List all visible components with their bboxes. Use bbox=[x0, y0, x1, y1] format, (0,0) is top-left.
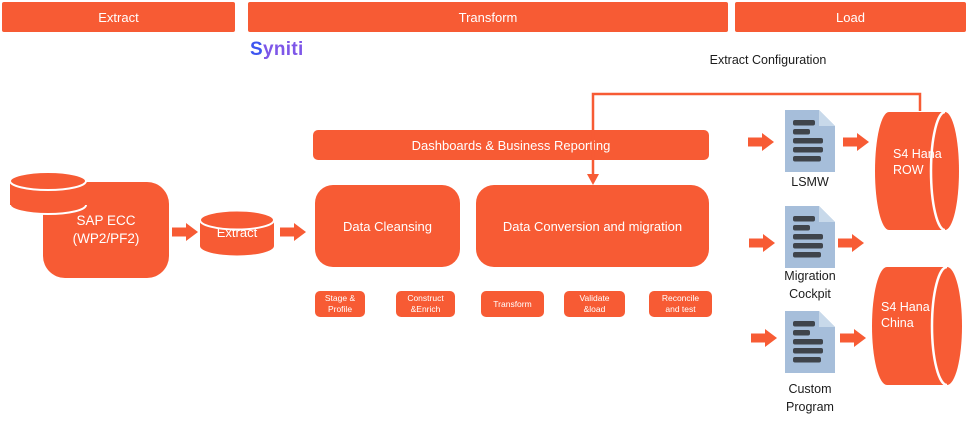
flow-arrow-icon-lsmw-to-row bbox=[843, 133, 869, 151]
data-cleansing-label: Data Cleansing bbox=[343, 218, 432, 234]
flow-arrow-icon-custom-to-china bbox=[840, 329, 866, 347]
database-cylinder-icon-extract bbox=[199, 209, 275, 256]
database-cylinder-icon-sap bbox=[9, 171, 87, 215]
data-conversion-label: Data Conversion and migration bbox=[502, 218, 683, 234]
database-cylinder-icon-s4-china bbox=[872, 265, 962, 387]
document-icon-lsmw bbox=[785, 110, 835, 172]
flow-arrow-icon-sap-to-extract bbox=[172, 223, 198, 241]
extract-cylinder-label: Extract bbox=[216, 225, 258, 240]
header-bar-load: Load bbox=[735, 2, 966, 32]
step-box-validate-load: Validate &load bbox=[564, 291, 625, 317]
header-bar-extract: Extract bbox=[2, 2, 235, 32]
flow-arrow-icon-migration-cockpit-out bbox=[838, 234, 864, 252]
database-cylinder-icon-s4-row bbox=[875, 110, 959, 232]
header-bar-transform: Transform bbox=[248, 2, 728, 32]
migration-cockpit-label: Migration Cockpit bbox=[784, 269, 836, 301]
flow-arrow-icon-to-custom-program bbox=[751, 329, 777, 347]
connector-arrowhead-icon bbox=[587, 174, 599, 185]
step-box-stage-profile: Stage & Profile bbox=[315, 291, 365, 317]
syniti-logo-rest: yniti bbox=[262, 39, 304, 60]
flow-arrow-icon-to-lsmw bbox=[748, 133, 774, 151]
step-box-transform: Transform bbox=[481, 291, 544, 317]
lsmw-label: LSMW bbox=[791, 175, 829, 189]
extract-configuration-label: Extract Configuration bbox=[709, 53, 827, 67]
data-cleansing-box: Data Cleansing bbox=[315, 185, 460, 267]
dashboards-reporting-label: Dashboards & Business Reporting bbox=[411, 137, 611, 153]
extract-configuration-connector-line bbox=[591, 92, 922, 180]
s4-hana-row-label: S4 Hana ROW bbox=[893, 147, 942, 177]
document-icon-migration-cockpit bbox=[785, 206, 835, 268]
flow-arrow-icon-to-migration-cockpit bbox=[749, 234, 775, 252]
header-extract-label: Extract bbox=[98, 9, 139, 25]
data-conversion-box: Data Conversion and migration bbox=[476, 185, 709, 267]
header-load-label: Load bbox=[836, 9, 865, 25]
step-box-construct-enrich: Construct &Enrich bbox=[396, 291, 455, 317]
syniti-logo: Syniti bbox=[250, 39, 304, 61]
flow-arrow-icon-extract-to-cleansing bbox=[280, 223, 306, 241]
syniti-logo-s: S bbox=[250, 39, 263, 60]
dashboards-reporting-bar: Dashboards & Business Reporting bbox=[313, 130, 709, 160]
header-transform-label: Transform bbox=[458, 9, 518, 25]
custom-program-label: Custom Program bbox=[786, 382, 834, 414]
step-box-reconcile-test: Reconcile and test bbox=[649, 291, 712, 317]
sap-ecc-box: SAP ECC (WP2/PF2) bbox=[43, 182, 169, 278]
s4-hana-china-label: S4 Hana China bbox=[881, 300, 930, 330]
document-icon-custom-program bbox=[785, 311, 835, 373]
